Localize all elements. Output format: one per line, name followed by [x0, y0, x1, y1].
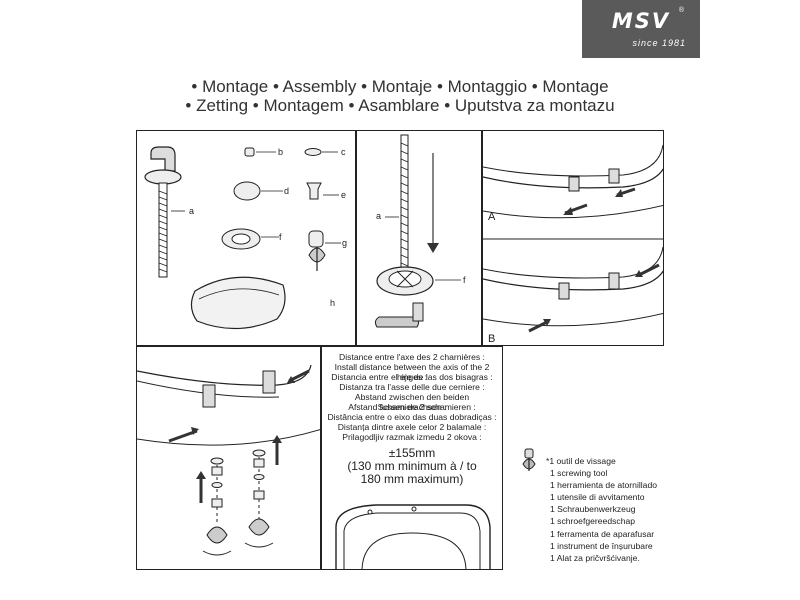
distance-range-1: (130 mm minimum à / to: [347, 459, 477, 473]
exploded-panel: [136, 346, 321, 570]
parts-illustration: [144, 146, 341, 330]
tool-item-9: 1 Alat za pričvršćivanje.: [550, 552, 640, 563]
hinge-illustration: [483, 144, 663, 333]
tool-item-4: 1 utensile di avvitamento: [550, 492, 645, 503]
tool-item-5: 1 Schraubenwerkzeug: [550, 504, 636, 515]
distance-text-5: Abstand zwischen den beiden Schamierachs…: [354, 392, 470, 413]
tool-item-8: 1 instrument de înșurubare: [550, 540, 653, 551]
distance-text-1: Distance entre l'axe des 2 charnières :: [339, 352, 485, 362]
distance-panel: Distance entre l'axe des 2 charnières : …: [321, 346, 503, 570]
bolt-label-f: f: [463, 275, 466, 285]
distance-range-2: 180 mm maximum): [360, 472, 464, 486]
logo-registered-mark: ®: [678, 7, 684, 14]
tool-list: *1 outil de vissage 1 screwing tool 1 he…: [546, 455, 657, 564]
hinge-label-B: B: [488, 333, 496, 345]
toilet-seat-top-illustration: [335, 504, 491, 569]
bolt-illustration: [374, 134, 461, 328]
hinge-label-A: A: [488, 211, 496, 223]
part-label-c: c: [341, 147, 346, 157]
distance-value: ±155mm: [388, 446, 436, 460]
bolt-label-a: a: [376, 211, 382, 221]
logo-since-text: since 1981: [632, 38, 686, 48]
distance-text-7: Distância entre o eixo das duas dobradiç…: [327, 412, 497, 422]
exploded-illustration: [137, 364, 320, 556]
distance-text-3: Distancia entre el eje de las dos bisagr…: [331, 372, 493, 382]
distance-text-4: Distanza tra l'asse delle due cerniere :: [339, 382, 485, 392]
distance-text-9: Prilagodljiv razmak izmedu 2 okova :: [342, 432, 482, 442]
part-label-f: f: [279, 232, 282, 242]
distance-text-8: Distanța dintre axele celor 2 balamale :: [337, 422, 487, 432]
hinge-panel: A B: [482, 130, 664, 346]
part-label-d: d: [284, 186, 290, 196]
part-label-h: h: [330, 298, 336, 308]
tool-item-2: 1 screwing tool: [550, 468, 608, 479]
tool-item-7: 1 ferramenta de aparafusar: [550, 528, 655, 539]
screwing-tool-icon: [522, 448, 536, 471]
part-label-b: b: [278, 147, 284, 157]
tool-item-6: 1 schroefgereedschap: [550, 516, 636, 527]
part-label-a: a: [189, 206, 195, 216]
bolt-panel: a f: [356, 130, 482, 346]
distance-text-2: Install distance between the axis of the…: [334, 362, 490, 383]
tool-item-1: *1 outil de vissage: [546, 456, 616, 466]
distance-text-6: Afstand tussen de 2 schamieren :: [348, 402, 476, 412]
logo-brand-text: MSV: [611, 9, 671, 33]
parts-panel: a b c d e f g h: [136, 130, 356, 346]
part-label-e: e: [341, 190, 347, 200]
tool-item-3: 1 herramienta de atornillado: [550, 480, 658, 491]
title-line-2: • Zetting • Montagem • Asamblare • Uputs…: [185, 96, 615, 115]
part-label-g: g: [342, 238, 348, 248]
title-line-1: • Montage • Assembly • Montaje • Montagg…: [191, 77, 609, 96]
brand-logo: MSV ® since 1981: [582, 0, 700, 58]
